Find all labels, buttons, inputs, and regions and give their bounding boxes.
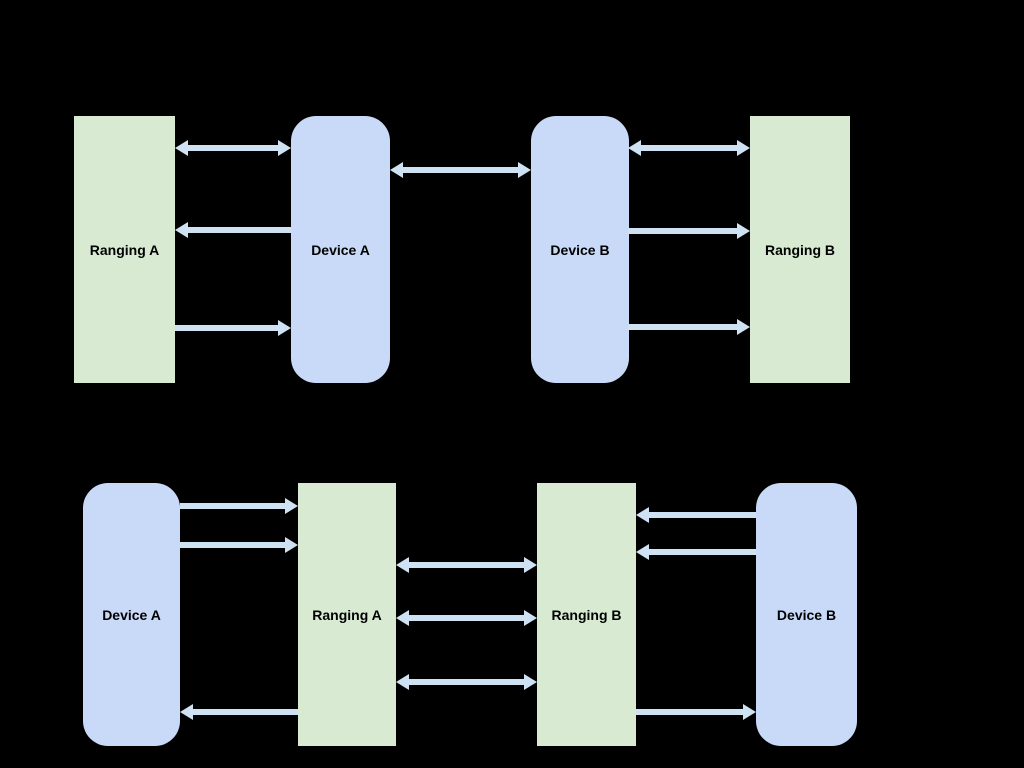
arrow-right-icon <box>180 537 298 553</box>
arrow-both-icon <box>396 610 537 626</box>
arrow-both-icon <box>628 140 750 156</box>
arrow-left-icon <box>636 544 756 560</box>
arrow-right-icon <box>628 223 750 239</box>
arrow-both-icon <box>396 674 537 690</box>
box-label: Ranging A <box>312 606 382 623</box>
arrow-left-icon <box>175 222 291 238</box>
arrow-right-icon <box>175 320 291 336</box>
arrow-both-icon <box>396 557 537 573</box>
box-label: Device B <box>776 606 837 623</box>
box-top-ranging-a: Ranging A <box>74 116 175 383</box>
box-bottom-device-a: Device A <box>83 483 180 746</box>
box-label: Device A <box>102 606 161 623</box>
box-label: Ranging B <box>551 606 622 623</box>
arrow-both-icon <box>390 162 531 178</box>
arrow-right-icon <box>636 704 756 720</box>
box-bottom-device-b: Device B <box>756 483 857 746</box>
box-label: Device B <box>550 241 610 258</box>
arrow-left-icon <box>180 704 298 720</box>
box-top-device-b: Device B <box>531 116 629 383</box>
box-label: Ranging A <box>89 241 160 258</box>
arrow-right-icon <box>180 498 298 514</box>
box-top-device-a: Device A <box>291 116 390 383</box>
box-label: Ranging B <box>765 241 835 258</box>
arrow-both-icon <box>175 140 291 156</box>
box-bottom-ranging-b: Ranging B <box>537 483 636 746</box>
box-bottom-ranging-a: Ranging A <box>298 483 396 746</box>
box-top-ranging-b: Ranging B <box>750 116 850 383</box>
arrow-left-icon <box>636 507 756 523</box>
arrow-right-icon <box>628 319 750 335</box>
box-label: Device A <box>311 241 370 258</box>
